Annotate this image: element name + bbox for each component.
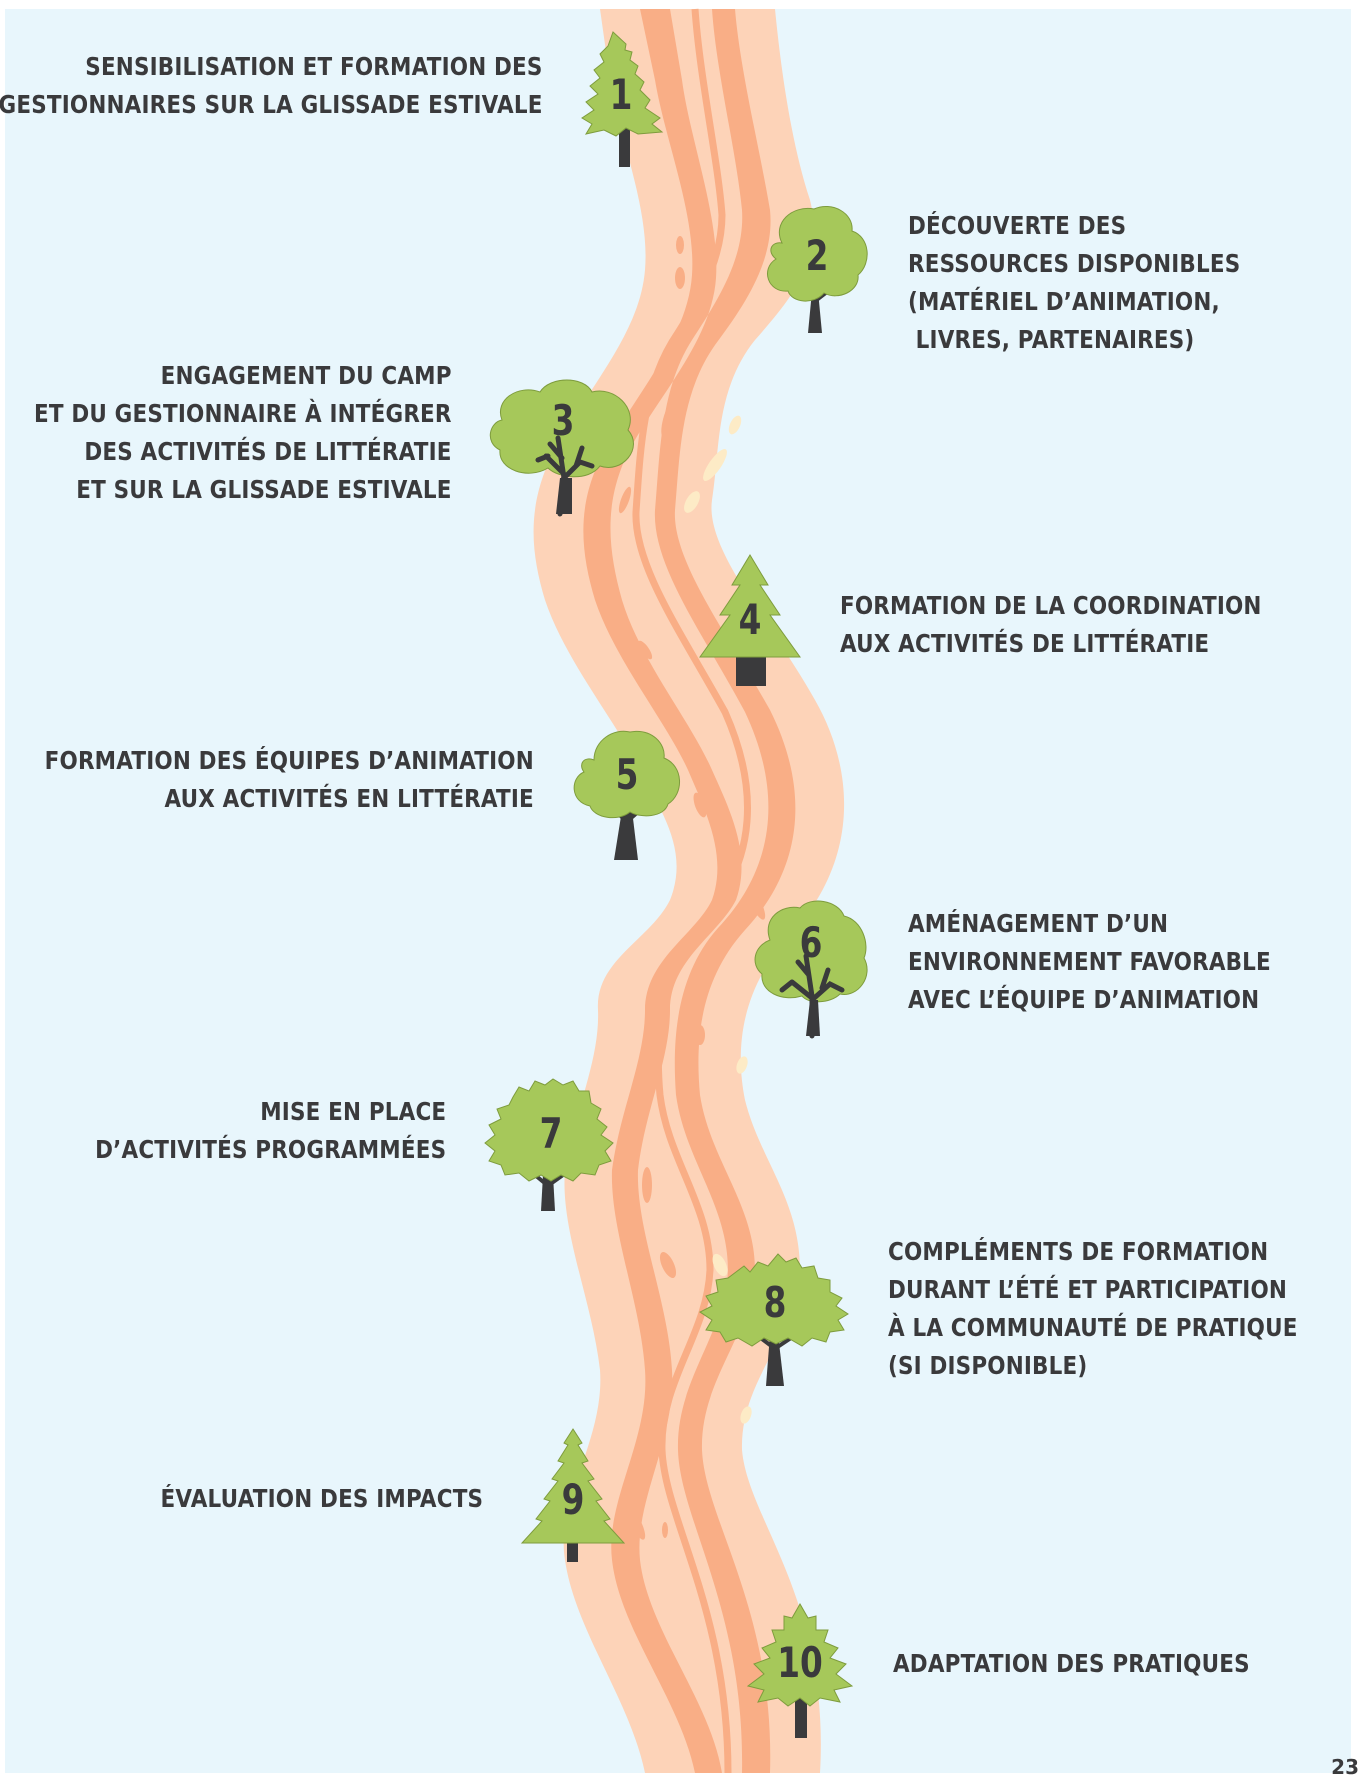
step-4-tree: 4 <box>698 553 802 687</box>
step-8-label: COMPLÉMENTS DE FORMATION DURANT L’ÉTÉ ET… <box>888 1237 1298 1380</box>
step-7-tree: 7 <box>483 1077 619 1213</box>
step-10-tree: 10 <box>746 1602 854 1738</box>
step-3-number: 3 <box>551 396 575 445</box>
branching-tree-icon <box>754 900 868 1039</box>
step-4-label: FORMATION DE LA COORDINATION AUX ACTIVIT… <box>840 591 1262 658</box>
step-2-tree: 2 <box>762 203 872 341</box>
step-7-number: 7 <box>539 1109 563 1158</box>
bushy-tree-icon <box>699 1253 849 1386</box>
round-tree-icon <box>573 730 680 860</box>
step-8-tree: 8 <box>698 1250 852 1388</box>
fir-tree-icon <box>520 1428 626 1562</box>
fir-tree-icon <box>699 554 801 686</box>
step-7-label: MISE EN PLACE D’ACTIVITÉS PROGRAMMÉES <box>94 1097 446 1164</box>
step-9-label: ÉVALUATION DES IMPACTS <box>160 1484 483 1513</box>
step-1-tree: 1 <box>578 30 678 168</box>
step-5-tree: 5 <box>570 726 684 862</box>
step-4-number: 4 <box>738 595 762 644</box>
step-10-number: 10 <box>777 1638 823 1687</box>
step-2-label: DÉCOUVERTE DES RESSOURCES DISPONIBLES (M… <box>908 211 1241 354</box>
path-band-inner <box>610 9 769 1773</box>
step-10-label: ADAPTATION DES PRATIQUES <box>893 1649 1250 1678</box>
step-8-number: 8 <box>763 1278 787 1327</box>
branching-tree-icon <box>489 379 634 517</box>
step-9-number: 9 <box>561 1475 585 1524</box>
step-6-number: 6 <box>799 918 823 967</box>
step-5-label: FORMATION DES ÉQUIPES D’ANIMATION AUX AC… <box>44 746 534 813</box>
step-6-label: AMÉNAGEMENT D’UN ENVIRONNEMENT FAVORABLE… <box>908 909 1271 1014</box>
step-6-tree: 6 <box>752 900 870 1039</box>
path-highlights <box>684 415 752 1424</box>
path-pebbles <box>605 236 766 1633</box>
step-2-number: 2 <box>805 231 829 280</box>
step-1-number: 1 <box>609 70 633 119</box>
round-tree-icon <box>767 206 868 333</box>
step-9-tree: 9 <box>520 1427 626 1563</box>
bushy-tree-icon <box>484 1078 614 1211</box>
pine-tree-icon <box>746 1602 854 1738</box>
pine-tree-icon <box>581 31 664 167</box>
step-1-label: SENSIBILISATION ET FORMATION DES GESTION… <box>0 52 543 119</box>
step-5-number: 5 <box>615 750 639 799</box>
step-3-tree: 3 <box>488 378 638 517</box>
page-number: 23 <box>1331 1755 1359 1779</box>
path-center-stripe <box>632 8 751 1774</box>
step-3-label: ENGAGEMENT DU CAMP ET DU GESTIONNAIRE À … <box>34 361 452 504</box>
